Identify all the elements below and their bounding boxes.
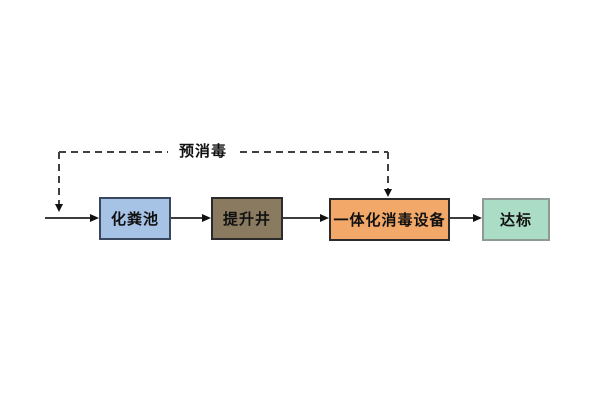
node-compliant-discharge: 达标 [482, 198, 550, 241]
node-lifting-well-label: 提升井 [222, 211, 271, 228]
lifting-to-disinfection-arrowhead-icon [320, 214, 329, 222]
node-lifting-well: 提升井 [211, 197, 283, 240]
inflow-arrowhead-icon [90, 214, 99, 222]
predisinfection-label: 预消毒 [168, 143, 238, 161]
disinfection-to-compliant-arrowhead-icon [473, 214, 482, 222]
node-integrated-disinfection: 一体化消毒设备 [329, 198, 450, 241]
bypass-left-arrowhead-icon [55, 204, 63, 212]
node-compliant-discharge-label: 达标 [499, 212, 532, 229]
septic-to-lifting-arrowhead-icon [202, 214, 211, 222]
node-integrated-disinfection-label: 一体化消毒设备 [333, 212, 446, 229]
node-septic-tank-label: 化粪池 [110, 211, 159, 228]
node-septic-tank: 化粪池 [99, 197, 171, 240]
bypass-right-arrowhead-icon [384, 189, 392, 197]
